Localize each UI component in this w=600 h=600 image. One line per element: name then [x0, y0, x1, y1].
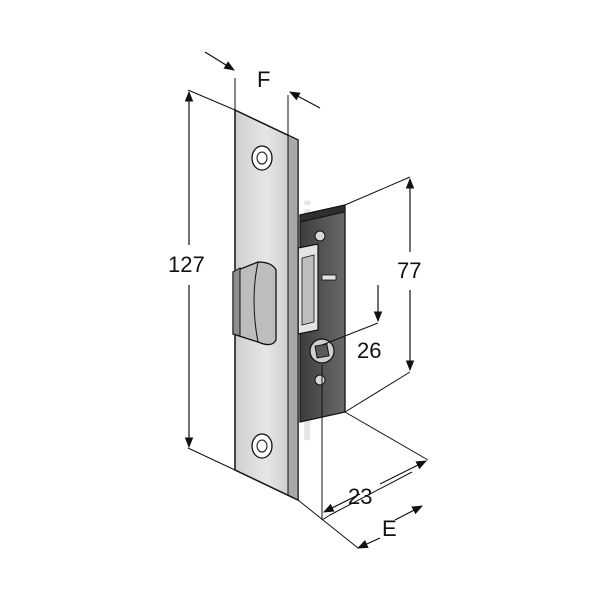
dim-26-ext — [321, 322, 379, 346]
dim-E-ext-follower — [321, 514, 331, 521]
faceplate-edge — [287, 134, 299, 501]
dim-26-label: 26 — [357, 338, 381, 363]
dim-E-arrow-right — [394, 505, 423, 521]
latch-bolt-curve — [253, 261, 259, 343]
latch-bolt-side — [232, 267, 241, 337]
square-follower — [314, 343, 330, 359]
dim-E-arrow-left — [357, 537, 381, 549]
dimension-26: 26 — [321, 285, 383, 363]
dim-F-arrow-left — [204, 51, 235, 71]
dimension-127: 127 — [168, 89, 236, 471]
faceplate-screw-hole-top-inner — [256, 151, 268, 165]
faceplate-screw-hole-bottom-inner — [256, 439, 268, 453]
dim-23-ext-case — [344, 411, 429, 461]
case-screw-bottom — [314, 374, 326, 386]
dim-127-label: 127 — [168, 252, 205, 277]
dim-23-arrow-left — [323, 493, 361, 513]
dim-E-ext-plate — [297, 499, 359, 549]
dim-23-arrow-right — [379, 460, 427, 485]
dim-F-label: F — [257, 67, 270, 92]
dim-77-label: 77 — [397, 258, 421, 283]
dimension-F: F — [204, 51, 321, 135]
dimension-23: 23 — [321, 365, 429, 520]
dim-127-ext-top — [187, 89, 236, 111]
dim-77-ext-bottom — [344, 371, 411, 413]
dimension-E: E — [297, 471, 423, 549]
case-slot — [321, 274, 337, 281]
dim-E-base-line — [329, 471, 413, 516]
dimension-77: 77 — [344, 176, 421, 413]
case-screw-top — [314, 230, 326, 242]
dim-77-ext-top — [344, 176, 411, 206]
dim-F-arrow-right — [289, 91, 321, 109]
case-top-edge — [299, 204, 346, 223]
dim-127-ext-bottom — [187, 447, 236, 471]
dim-E-label: E — [382, 516, 397, 541]
latch-bolt — [232, 261, 277, 346]
latch-tongue-inner — [301, 254, 315, 326]
dim-23-label: 23 — [348, 484, 372, 509]
